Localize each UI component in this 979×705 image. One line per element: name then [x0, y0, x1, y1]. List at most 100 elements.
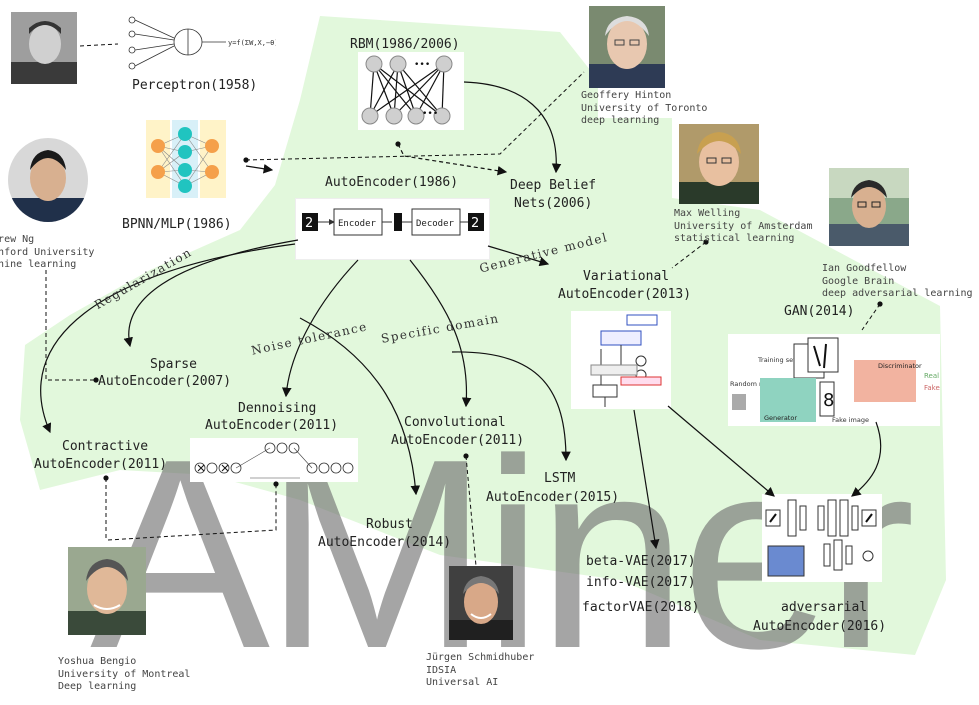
goodfellow-portrait-icon	[829, 168, 909, 246]
edge-vae-to-beta-vae	[633, 409, 660, 550]
node-contractive-line2: AutoEncoder(2011)	[34, 457, 168, 472]
input-digit: 2	[305, 216, 313, 231]
node-robust-line1: Robust	[366, 517, 413, 532]
edges-layer	[40, 43, 883, 567]
person-hinton: Geoffery Hinton University of Toronto de…	[581, 90, 708, 126]
node-sparse-line1: Sparse	[150, 357, 197, 372]
node-gan: GAN(2014)	[784, 304, 855, 319]
person-goodfellow: Ian Goodfellow Google Brain deep adversa…	[822, 263, 973, 299]
node-rbm: RBM(1986/2006)	[350, 37, 460, 52]
link-hinton	[245, 71, 585, 161]
node-adversarial-line1: adversarial	[781, 600, 868, 615]
link-goodfellow	[861, 303, 881, 331]
svg-text:y=f(ΣW,X,−θ): y=f(ΣW,X,−θ)	[228, 39, 276, 47]
photo-perceptron-pioneer	[11, 12, 77, 84]
link-bengio	[105, 478, 277, 541]
edge-rbm-to-dbn	[463, 81, 562, 174]
link-ng	[45, 270, 96, 381]
output-digit: 2	[471, 216, 479, 231]
node-vae-line2: AutoEncoder(2013)	[558, 287, 692, 302]
training-set-text: Training set	[757, 356, 796, 364]
diagram-canvas: AMiner	[0, 6, 973, 692]
portrait-1958-icon	[11, 12, 77, 84]
node-bpnn: BPNN/MLP(1986)	[122, 217, 232, 232]
node-convolutional-line2: AutoEncoder(2011)	[391, 433, 525, 448]
edge-autoencoder-to-sparse	[123, 239, 299, 348]
gan-architecture-icon: Training set Random noise Generator 8 Fa…	[730, 337, 940, 424]
photo-schmidhuber	[449, 566, 513, 640]
autoencoder-figure: 2 Encoder Decoder 2	[295, 198, 490, 260]
perceptron-figure: y=f(ΣW,X,−θ)	[118, 12, 279, 74]
node-denoising-line2: AutoEncoder(2011)	[205, 418, 339, 433]
denoising-figure	[190, 438, 358, 482]
rbm-ellipsis-top: •••	[414, 60, 430, 70]
photo-welling	[679, 124, 759, 204]
schmidhuber-portrait-icon	[449, 566, 513, 640]
edge-convolutional-to-lstm	[451, 351, 571, 462]
edge-autoencoder-to-convolutional	[409, 259, 472, 408]
discriminator-text: Discriminator	[878, 362, 922, 370]
vae-figure	[571, 311, 671, 409]
green-region-shape	[20, 16, 946, 655]
real-text: Real	[924, 372, 939, 380]
rbm-network-icon: ••• •••	[361, 55, 453, 125]
node-convolutional-line1: Convolutional	[404, 415, 506, 430]
rbm-figure: ••• •••	[358, 52, 464, 130]
node-adversarial-line2: AutoEncoder(2016)	[753, 619, 887, 634]
rbm-ellipsis-bottom: •••	[422, 109, 438, 119]
link-welling	[671, 241, 707, 269]
node-lstm-line1: LSTM	[544, 471, 576, 486]
node-contractive-line1: Contractive	[62, 439, 149, 454]
encoder-decoder-icon: 2 Encoder Decoder 2	[302, 208, 484, 236]
node-sparse-line2: AutoEncoder(2007)	[98, 374, 232, 389]
photo-goodfellow	[829, 168, 909, 246]
node-dbn-line2: Nets(2006)	[514, 196, 593, 211]
green-region	[20, 16, 946, 655]
gan-figure: Training set Random noise Generator 8 Fa…	[728, 334, 940, 426]
adversarial-ae-icon	[765, 499, 877, 577]
person-schmidhuber: Jürgen Schmidhuber IDSIA Universal AI	[426, 652, 535, 688]
node-lstm-line2: AutoEncoder(2015)	[486, 490, 620, 505]
person-ng: Andrew Ng Stanford University Machine le…	[0, 234, 95, 270]
denoising-network-icon	[194, 442, 354, 479]
bpnn-figure	[146, 120, 226, 198]
link-perceptron-person	[79, 43, 119, 47]
edge-autoencoder-to-denoising	[281, 259, 359, 398]
edge-bpnn-to-autoencoder	[245, 163, 274, 174]
ng-portrait-icon	[8, 138, 88, 222]
edge-gan-to-adversarial	[851, 421, 882, 497]
node-robust-line2: AutoEncoder(2014)	[318, 535, 452, 550]
decoder-text: Decoder	[416, 219, 455, 229]
node-dbn-line1: Deep Belief	[510, 178, 597, 193]
bengio-portrait-icon	[68, 547, 146, 635]
encoder-text: Encoder	[338, 219, 377, 229]
svg-text:8: 8	[823, 390, 834, 411]
person-welling: Max Welling University of Amsterdam stat…	[674, 208, 813, 244]
edge-autoencoder-to-contractive	[40, 243, 296, 434]
person-bengio: Yoshua Bengio University of Montreal Dee…	[58, 656, 191, 692]
hinton-portrait-icon	[589, 6, 665, 88]
node-beta-vae: beta-VAE(2017)	[586, 554, 696, 569]
edge-rbm-to-dbn-dashed	[397, 143, 508, 176]
node-autoencoder: AutoEncoder(1986)	[325, 175, 459, 190]
node-denoising-line1: Dennoising	[238, 401, 317, 416]
edge-vae-to-adversarial	[667, 405, 775, 497]
vae-graph-icon	[590, 314, 662, 407]
generator-text: Generator	[764, 414, 797, 422]
adversarial-ae-figure	[762, 494, 882, 582]
link-schmidhuber	[465, 455, 477, 567]
edge-noise-to-robust	[299, 317, 421, 496]
node-info-vae: info-VAE(2017)	[586, 575, 696, 590]
node-vae-line1: Variational	[583, 269, 670, 284]
photo-ng	[8, 138, 88, 222]
edge-autoencoder-to-vae	[487, 245, 550, 267]
node-perceptron: Perceptron(1958)	[132, 78, 258, 93]
fake-text: Fake	[924, 384, 940, 392]
fake-image-text: Fake image	[832, 416, 869, 424]
random-noise-text: Random noise	[730, 380, 776, 388]
welling-portrait-icon	[679, 124, 759, 204]
perceptron-diagram-icon: y=f(ΣW,X,−θ)	[128, 16, 279, 70]
mlp-network-icon	[146, 120, 226, 198]
node-factor-vae: factorVAE(2018)	[582, 600, 700, 615]
photo-bengio	[68, 547, 146, 635]
